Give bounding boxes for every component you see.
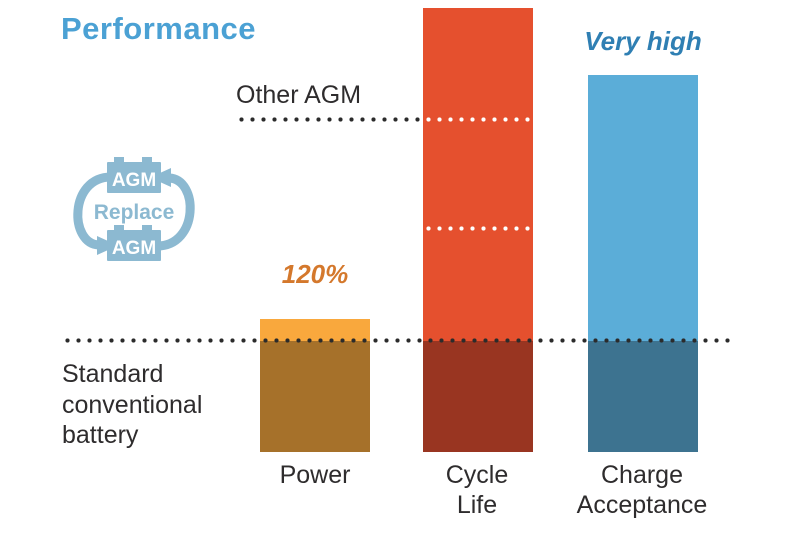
chart-title: Performance — [61, 11, 257, 46]
bar-power — [260, 0, 370, 533]
replace-cycle-right-arrow-arc — [156, 173, 195, 251]
replace-label: Replace — [94, 201, 175, 224]
axis-label-charge-acceptance: Charge Acceptance — [576, 461, 708, 519]
bar-cycle-life-above-baseline — [423, 8, 533, 341]
bar-cycle-life — [423, 0, 533, 533]
bottom-battery-label: AGM — [112, 238, 156, 259]
bar-charge-acceptance-below-baseline — [588, 341, 698, 452]
other-agm-reference-line — [236, 117, 424, 122]
other-agm-reference-line-over-bar — [423, 117, 534, 122]
mid-reference-line-over-bar — [423, 226, 534, 231]
bar-charge-acceptance-above-baseline — [588, 75, 698, 341]
top-battery-icon: AGM — [107, 157, 161, 193]
bar-power-above-baseline — [260, 319, 370, 341]
standard-baseline-line — [62, 338, 736, 343]
bar-charge-acceptance — [588, 0, 698, 533]
top-battery-label: AGM — [112, 170, 156, 191]
bar-cycle-life-below-baseline — [423, 341, 533, 452]
axis-label-cycle-life: Cycle Life — [445, 461, 509, 519]
replace-cycle-left-arrow-arc — [73, 172, 112, 250]
bar-power-below-baseline — [260, 341, 370, 452]
other-agm-label: Other AGM — [236, 81, 362, 109]
axis-label-power: Power — [279, 461, 351, 489]
standard-baseline-label: Standard conventional battery — [62, 360, 203, 449]
agm-replace-cycle-icon: AGM Replace AGM — [73, 157, 195, 261]
charge-acceptance-value-label: Very high — [584, 26, 702, 56]
power-value-label: 120% — [281, 259, 349, 289]
bottom-battery-icon: AGM — [107, 225, 161, 261]
